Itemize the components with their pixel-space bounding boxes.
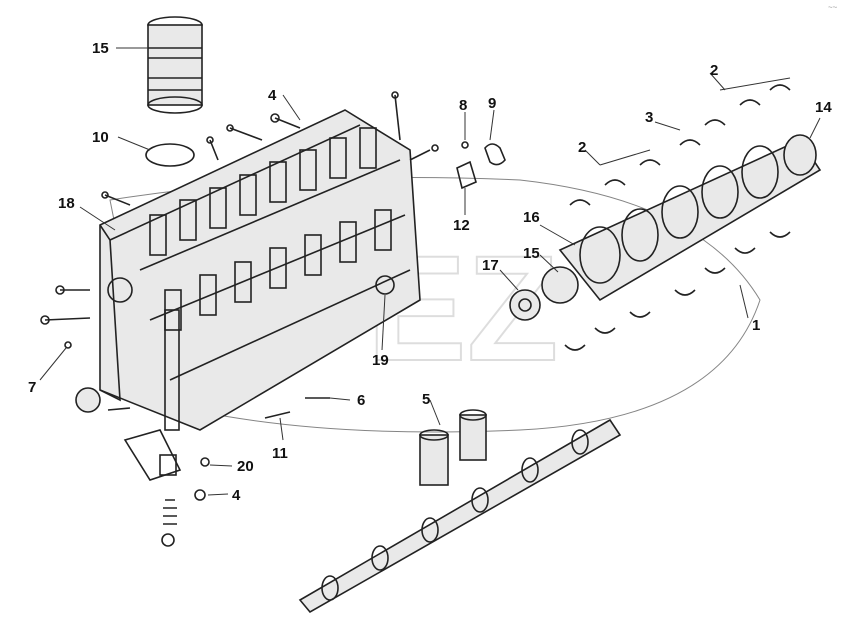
callout-15-gear: 15 (523, 245, 540, 262)
callout-15: 15 (92, 40, 109, 57)
tappets-part (419, 409, 487, 486)
cylinder-liner-part (147, 16, 203, 114)
callout-8: 8 (459, 97, 467, 114)
callout-2-lower: 2 (578, 139, 586, 156)
cylinder-block-part (99, 109, 421, 431)
crank-gear-part (509, 289, 541, 321)
callout-10: 10 (92, 129, 109, 146)
dowel-part (264, 411, 291, 419)
callout-4-top: 4 (268, 87, 277, 104)
oil-pump-part (123, 429, 210, 547)
callout-18: 18 (58, 195, 75, 212)
callout-6: 6 (357, 392, 365, 409)
camshaft-part (298, 418, 622, 614)
crankshaft-part (541, 134, 822, 304)
callout-4: 4 (232, 487, 241, 504)
gasket-part (456, 143, 506, 190)
callout-17: 17 (482, 257, 499, 274)
callout-labels: 1 2 2 3 4 5 6 7 8 9 10 11 12 14 15 16 17… (28, 40, 832, 504)
callout-2-upper: 2 (710, 62, 718, 79)
o-ring-part (145, 143, 195, 167)
main-bearing-shells-part (564, 84, 791, 351)
callout-11: 11 (272, 445, 288, 462)
bolts-group (40, 91, 469, 413)
callout-7: 7 (28, 379, 36, 396)
corner-mark: ~~ (828, 3, 838, 12)
callout-1: 1 (752, 317, 760, 334)
callout-16: 16 (523, 209, 540, 226)
leader-lines (39, 47, 821, 496)
callout-19: 19 (372, 352, 389, 369)
callout-14: 14 (815, 99, 832, 116)
callout-12: 12 (453, 217, 470, 234)
callout-5: 5 (422, 391, 430, 408)
callout-3: 3 (645, 109, 653, 126)
callout-9: 9 (488, 95, 496, 112)
callout-20: 20 (237, 458, 254, 475)
